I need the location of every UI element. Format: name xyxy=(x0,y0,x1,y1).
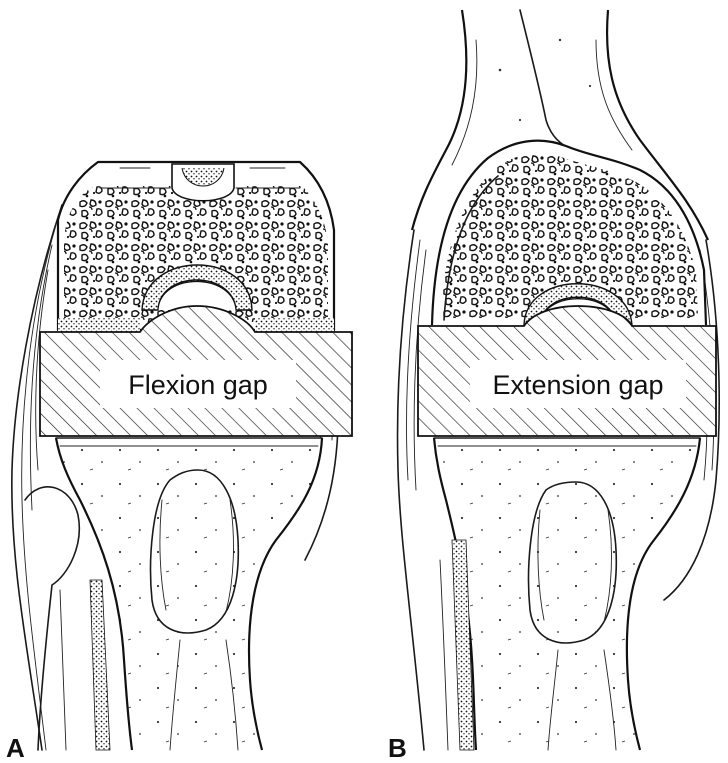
panel-b-gap-label: Extension gap xyxy=(492,370,663,400)
panel-b-tibia xyxy=(434,438,700,750)
panel-a-flexion: Flexion gap A xyxy=(6,162,352,763)
panel-b-extension: Extension gap B xyxy=(388,10,719,763)
panel-a-gap-label: Flexion gap xyxy=(128,370,268,400)
panel-a-left-ligament xyxy=(12,205,62,750)
panel-b-left-ligament xyxy=(398,230,426,750)
panel-b-letter: B xyxy=(388,733,407,763)
panel-b-femur xyxy=(432,141,706,325)
panel-a-letter: A xyxy=(6,733,25,763)
